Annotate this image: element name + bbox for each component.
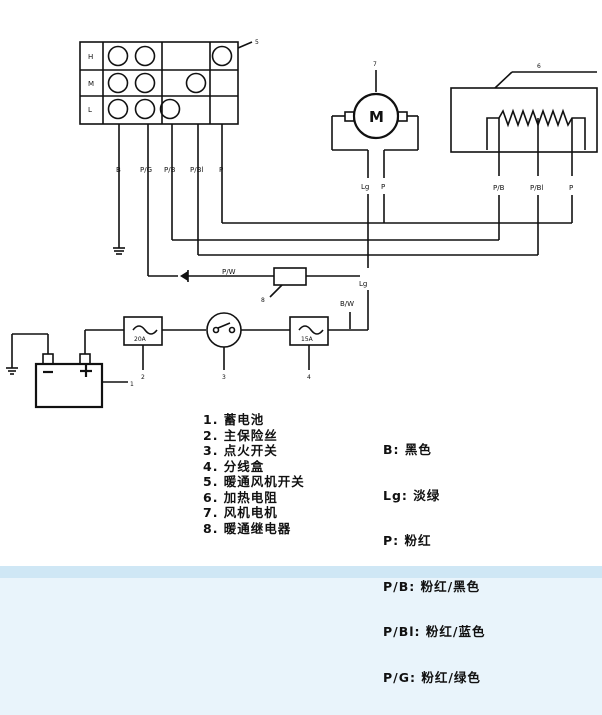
- wire-label-pg: P/G: [140, 166, 152, 174]
- fan-switch-block: H M L 5: [79, 39, 259, 125]
- callout-1: 1: [130, 381, 134, 388]
- motor-symbol: M: [369, 108, 384, 126]
- fuse-rating-main: 20A: [134, 336, 147, 343]
- legend-item-8: 8. 暖通继电器: [203, 520, 292, 536]
- fuse-rating-box: 15A: [301, 336, 314, 343]
- component-legend: 1. 蓄电池 2. 主保险丝 3. 点火开关 4. 分线盒 5. 暖通风机开关 …: [203, 412, 305, 536]
- legend-item-1: 1. 蓄电池: [203, 412, 265, 427]
- legend-item-3: 3. 点火开关: [203, 443, 278, 458]
- bottom-border: [0, 566, 602, 578]
- wire-label-lg-motor: Lg: [361, 183, 369, 191]
- callout-7: 7: [373, 61, 377, 68]
- callout-6: 6: [537, 63, 541, 70]
- power-circuit: 1 20A 2 3: [6, 312, 348, 409]
- wire-label-p-motor: P: [381, 183, 385, 191]
- wire-label-p-switch: P: [219, 166, 223, 174]
- wire-label-b: B: [116, 166, 121, 174]
- color-code-pg: P/G: 粉红/绿色: [383, 669, 481, 685]
- color-code-p: P: 粉红: [383, 533, 432, 548]
- callout-3: 3: [222, 374, 226, 381]
- color-code-b: B: 黑色: [383, 442, 432, 457]
- wire-label-pbl: P/Bl: [190, 166, 203, 174]
- legend-item-2: 2. 主保险丝: [203, 427, 278, 443]
- legend-item-5: 5. 暖通风机开关: [203, 474, 305, 489]
- switch-row-l: L: [88, 106, 92, 114]
- callout-4: 4: [307, 374, 311, 381]
- color-code-pb: P/B: 粉红/黑色: [383, 578, 481, 594]
- wire-label-bw: B/W: [340, 300, 354, 308]
- heater-resistor: 6 P/B P/Bl P: [450, 63, 598, 255]
- callout-8: 8: [261, 297, 265, 304]
- wire-label-pbl-heater: P/Bl: [530, 184, 543, 192]
- blower-motor: M 7 Lg P: [331, 61, 419, 268]
- switch-row-m: M: [88, 80, 94, 88]
- color-code-legend: B: 黑色 Lg: 淡绿 P: 粉红 P/B: 粉红/黑色 P/Bl: 粉红/蓝…: [383, 412, 485, 715]
- color-code-lg: Lg: 淡绿: [383, 487, 441, 503]
- color-code-pbl: P/Bl: 粉红/蓝色: [383, 624, 486, 639]
- switch-row-h: H: [88, 53, 93, 61]
- relay-circuit: P/W Lg 8 B/W: [148, 267, 369, 331]
- wire-label-pw: P/W: [222, 268, 236, 276]
- diagram-canvas: [0, 0, 602, 566]
- wire-label-lg-relay: Lg: [359, 280, 367, 288]
- wire-label-pb-heater: P/B: [493, 184, 505, 192]
- callout-5: 5: [255, 39, 259, 46]
- legend-item-6: 6. 加热电阻: [203, 489, 278, 505]
- bus-wires: [172, 222, 572, 256]
- switch-output-wires: B P/G P/B P/Bl P: [113, 124, 223, 276]
- legend-item-4: 4. 分线盒: [203, 458, 265, 474]
- callout-2: 2: [141, 374, 145, 381]
- wiring-diagram: H M L 5 B P/G: [6, 39, 598, 409]
- wire-label-p-heater: P: [569, 184, 573, 192]
- wire-label-pb: P/B: [164, 166, 176, 174]
- legend-item-7: 7. 风机电机: [203, 505, 278, 520]
